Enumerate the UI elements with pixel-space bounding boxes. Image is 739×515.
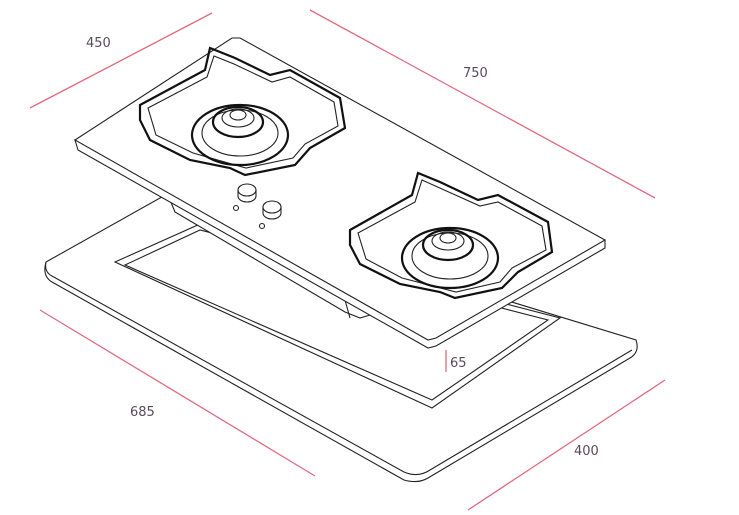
burner-right	[348, 171, 554, 300]
dimension-line-400	[467, 379, 666, 511]
countertop-frame	[44, 195, 638, 483]
burner-left	[138, 46, 347, 177]
control-knob-2	[258, 200, 282, 230]
dimension-label-685: 685	[130, 405, 155, 420]
dimension-line-685	[39, 309, 316, 477]
dimension-label-65: 65	[450, 356, 467, 371]
dimension-label-450: 450	[86, 36, 111, 51]
control-knob-1	[232, 183, 257, 212]
dimension-line-750	[309, 9, 656, 199]
dimension-label-400: 400	[574, 444, 599, 459]
dimension-label-750: 750	[463, 66, 488, 81]
dimension-line-450	[29, 12, 213, 109]
